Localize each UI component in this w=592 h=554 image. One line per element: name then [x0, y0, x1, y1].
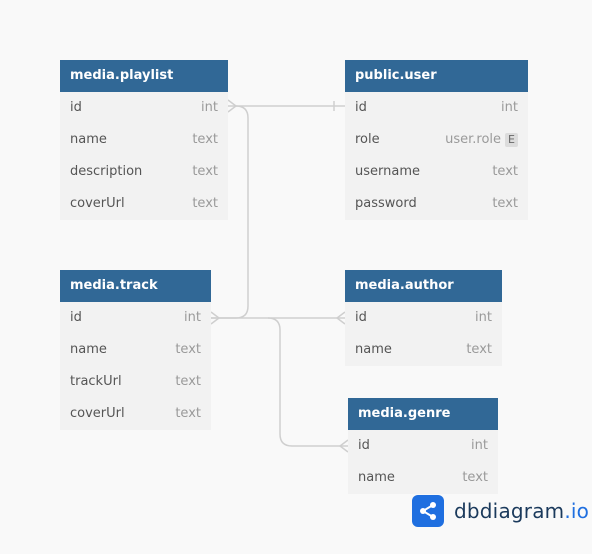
field-name: id	[355, 310, 367, 325]
field-type: int	[501, 100, 518, 115]
field-name: description	[70, 164, 143, 179]
enum-badge[interactable]: E	[505, 132, 518, 147]
dbdiagram-logo[interactable]: dbdiagram.io	[412, 495, 589, 527]
field-type: text	[192, 196, 218, 211]
field-type: text	[492, 196, 518, 211]
field-name: name	[70, 342, 107, 357]
table-header[interactable]: media.author	[345, 270, 502, 302]
field-type: int	[184, 310, 201, 325]
field-row[interactable]: name text	[60, 124, 228, 156]
field-type: int	[201, 100, 218, 115]
logo-name: dbdiagram	[454, 499, 565, 523]
table-header[interactable]: public.user	[345, 60, 528, 92]
field-type: text	[192, 132, 218, 147]
field-type-label: user.role	[445, 132, 502, 147]
field-type: int	[471, 438, 488, 453]
field-name: password	[355, 196, 417, 211]
table-header[interactable]: media.track	[60, 270, 211, 302]
field-name: name	[358, 470, 395, 485]
field-row[interactable]: username text	[345, 156, 528, 188]
field-row[interactable]: name text	[348, 462, 498, 494]
field-type: text	[175, 406, 201, 421]
field-name: coverUrl	[70, 196, 125, 211]
field-type: text	[462, 470, 488, 485]
field-name: name	[70, 132, 107, 147]
logo-wordmark: dbdiagram.io	[454, 499, 589, 523]
share-icon-glyph	[420, 502, 436, 520]
field-row[interactable]: id int	[345, 92, 528, 124]
relation-track-genre	[267, 317, 348, 447]
table-media-track[interactable]: media.track id int name text trackUrl te…	[60, 270, 211, 430]
crowfoot-track-id	[210, 311, 221, 325]
field-row[interactable]: name text	[345, 334, 502, 366]
field-type: int	[475, 310, 492, 325]
field-row[interactable]: id int	[60, 302, 211, 334]
table-media-genre[interactable]: media.genre id int name text	[348, 398, 498, 494]
field-name: id	[355, 100, 367, 115]
crowfoot-genre-id	[338, 439, 349, 453]
field-name: name	[355, 342, 392, 357]
field-row[interactable]: description text	[60, 156, 228, 188]
field-type: text	[492, 164, 518, 179]
share-icon	[412, 495, 444, 527]
crowfoot-author-id	[335, 311, 346, 325]
field-row[interactable]: coverUrl text	[60, 398, 211, 430]
table-header[interactable]: media.playlist	[60, 60, 228, 92]
field-row[interactable]: coverUrl text	[60, 188, 228, 220]
crowfoot-playlist-id	[227, 99, 238, 113]
field-row[interactable]: password text	[345, 188, 528, 220]
field-row[interactable]: id int	[348, 430, 498, 462]
field-name: id	[358, 438, 370, 453]
field-name: trackUrl	[70, 374, 122, 389]
table-media-author[interactable]: media.author id int name text	[345, 270, 502, 366]
field-name: username	[355, 164, 420, 179]
field-type: text	[175, 342, 201, 357]
table-media-playlist[interactable]: media.playlist id int name text descript…	[60, 60, 228, 220]
table-header[interactable]: media.genre	[348, 398, 498, 430]
field-name: id	[70, 100, 82, 115]
field-row[interactable]: name text	[60, 334, 211, 366]
field-name: id	[70, 310, 82, 325]
logo-suffix: .io	[564, 499, 590, 523]
field-type: text	[466, 342, 492, 357]
field-row[interactable]: id int	[60, 92, 228, 124]
field-row[interactable]: id int	[345, 302, 502, 334]
field-name: role	[355, 132, 380, 147]
field-row[interactable]: trackUrl text	[60, 366, 211, 398]
field-name: coverUrl	[70, 406, 125, 421]
field-type: text	[175, 374, 201, 389]
field-type: text	[192, 164, 218, 179]
